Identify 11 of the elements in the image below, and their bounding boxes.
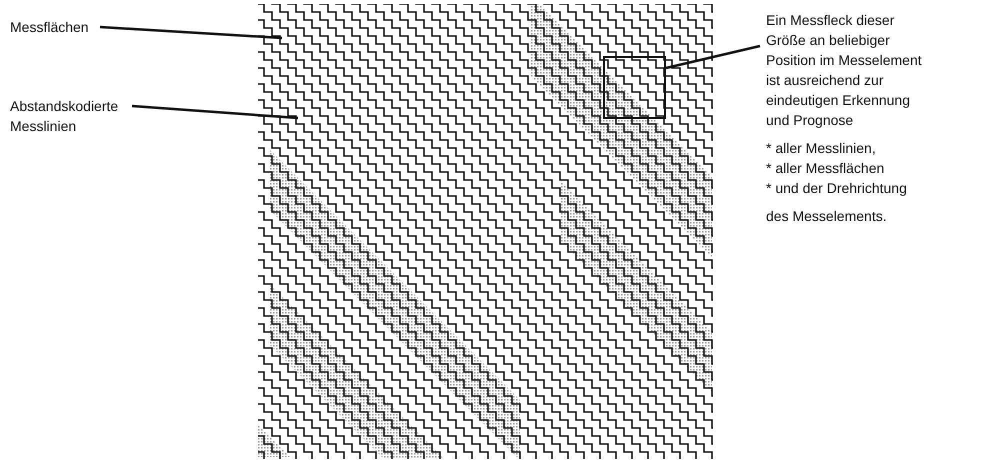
annotation-text: * und der Drehrichtung <box>766 179 908 198</box>
annotation-text: des Messelements. <box>766 207 888 226</box>
leader-line <box>132 104 298 120</box>
annotation-text: Abstandskodierte Messlinien <box>10 97 120 136</box>
measurement-spot-frame <box>603 56 666 119</box>
leader-line <box>100 26 282 40</box>
annotation-text: * aller Messflächen <box>766 159 886 178</box>
leader-line <box>666 44 760 70</box>
annotation-text: Ein Messfleck dieser Größe an beliebiger Position im Messelement ist ausreichend zur eindeutigen Erkennung und Prognose <box>766 11 923 130</box>
annotation-text: Messflächen <box>10 18 90 37</box>
annotation-text: * aller Messlinien, <box>766 139 877 158</box>
